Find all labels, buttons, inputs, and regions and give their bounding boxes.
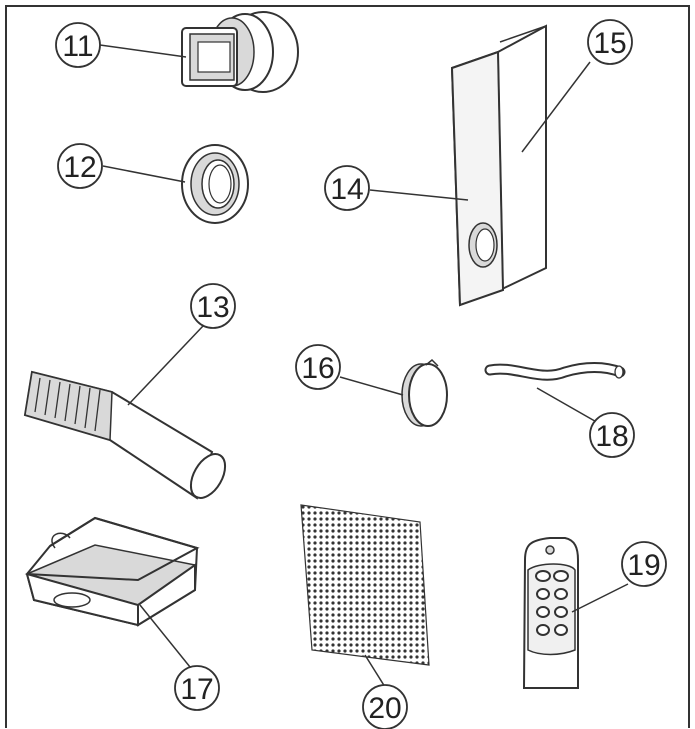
part-12-ring-connector [181, 144, 249, 224]
leader-line-15 [521, 61, 591, 153]
callout-12-circle [57, 143, 103, 189]
leader-line-11 [99, 44, 187, 58]
callout-16-label: 16 [301, 352, 334, 385]
callout-14-circle [324, 165, 370, 211]
callout-13-label: 13 [196, 291, 229, 324]
callout-18-label: 18 [595, 420, 628, 453]
leader-line-20 [364, 654, 386, 688]
callout-11-label: 11 [62, 30, 93, 63]
leader-line-17 [139, 604, 191, 668]
part-18-drain-tube [484, 362, 626, 381]
leader-line-19 [571, 583, 629, 613]
part-14-15-window-panels [450, 24, 547, 307]
callout-17-circle [174, 665, 220, 711]
callout-17-label: 17 [180, 673, 213, 706]
part-16-plug-cap [401, 358, 448, 427]
part-11-exhaust-adapter [181, 11, 299, 93]
callout-12-label: 12 [63, 151, 96, 184]
callout-19-label: 19 [627, 549, 660, 582]
callout-20-label: 20 [368, 692, 401, 725]
callout-20-circle [362, 684, 408, 729]
leader-line-12 [102, 165, 186, 183]
callout-15-label: 15 [593, 27, 626, 60]
leader-line-18 [536, 387, 601, 425]
leader-line-13 [127, 325, 204, 406]
part-13-exhaust-hose [23, 370, 227, 500]
leader-line-14 [369, 189, 469, 201]
diagram-border [5, 5, 690, 728]
callout-19-circle [621, 541, 667, 587]
callout-11-circle [55, 22, 101, 68]
callout-14-label: 14 [330, 173, 363, 206]
callout-18-circle [589, 412, 635, 458]
part-19-remote-control [522, 537, 579, 689]
callout-16-circle [295, 344, 341, 390]
part-17-drain-tray [24, 516, 200, 627]
leader-line-16 [339, 376, 404, 396]
callout-13-circle [190, 283, 236, 329]
part-20-air-filter [300, 504, 430, 666]
callout-15-circle [587, 19, 633, 65]
